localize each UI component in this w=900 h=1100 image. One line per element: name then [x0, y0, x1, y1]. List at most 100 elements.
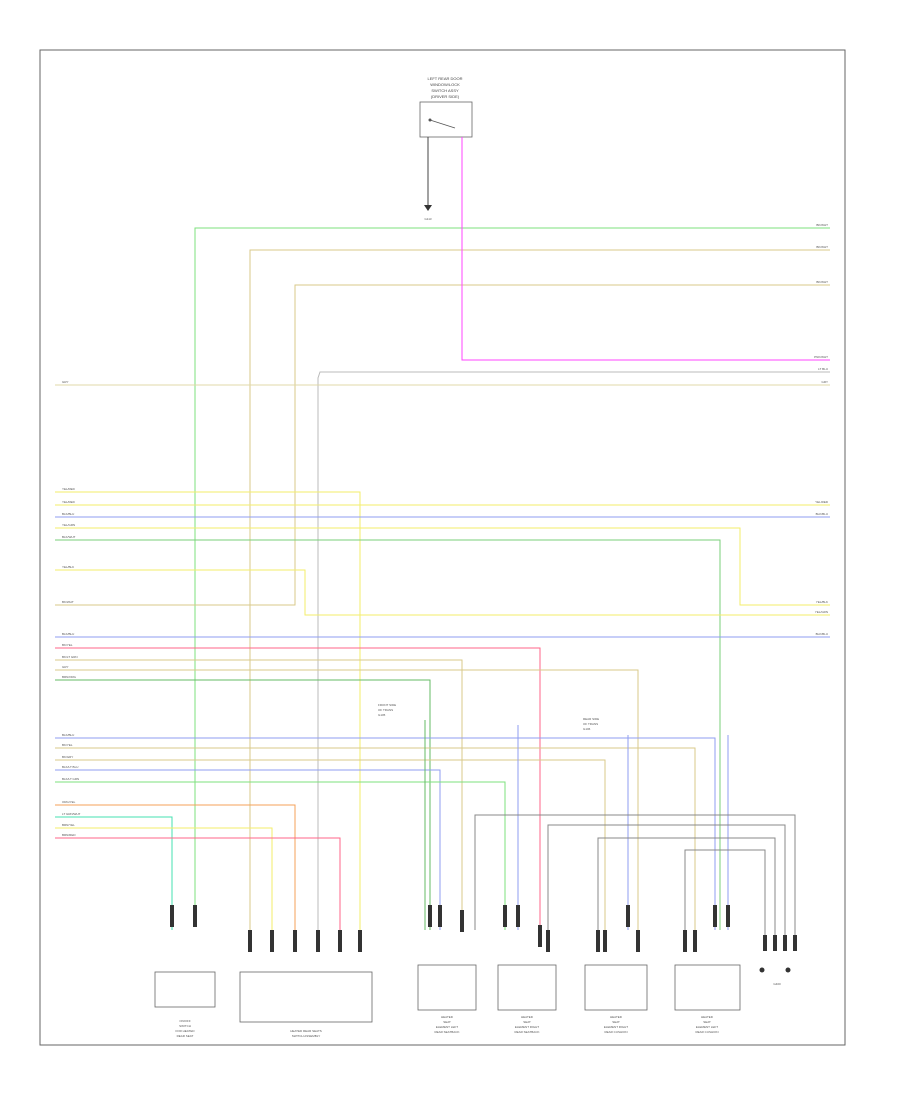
- left-wire-8: BK/WHT: [62, 600, 74, 604]
- left-wire-10: BK/YEL: [62, 643, 73, 647]
- right-ref-10: YEL/GRN: [815, 610, 828, 614]
- left-wire-16: BK/GRY: [62, 755, 73, 759]
- pin-715: [713, 905, 717, 927]
- comp4-line4: REAR SEATBACK: [515, 1030, 540, 1034]
- right-ref-8: BLK/BLU: [816, 512, 828, 516]
- right-ref-9: YEL/BLK: [816, 600, 828, 604]
- pin-440: [438, 905, 442, 927]
- right-ref-4: PNK/WHT: [814, 355, 828, 359]
- switch-contact: [429, 119, 456, 129]
- comp2-line2: SWITCH ASSEMBLY: [292, 1034, 320, 1038]
- ground-bus-1: [474, 814, 796, 940]
- wire-pink-1: [55, 837, 341, 930]
- comp4-line1: HEATED: [521, 1015, 534, 1019]
- right-ref-5: LT BLU: [818, 367, 828, 371]
- comp6-line1: HEATED: [701, 1015, 714, 1019]
- pin-430: [428, 905, 432, 927]
- pin-728: [726, 905, 730, 927]
- ground-label-bottom: G400: [773, 982, 781, 986]
- pin-548: [546, 930, 550, 952]
- top-component-label-3: SWITCH ASSY: [431, 88, 459, 93]
- comp3-line1: HEATED: [441, 1015, 454, 1019]
- wire-tan-4: [55, 659, 463, 930]
- right-ref-2: BK/WHT: [816, 245, 828, 249]
- left-wire-6: BLK/WHT: [62, 535, 76, 539]
- left-wire-21: BRN/YEL: [62, 823, 75, 827]
- left-wire-13: BRN/ORG: [62, 675, 77, 679]
- left-wire-1: GRY: [62, 380, 68, 384]
- wire-layer: [55, 137, 830, 940]
- comp5-line1: HEATED: [610, 1015, 623, 1019]
- wire-blue-3: [55, 737, 716, 930]
- comp1-line4: REAR SEAT: [177, 1034, 194, 1038]
- wire-tan-2: [55, 284, 830, 606]
- pin-605: [603, 930, 607, 952]
- pin-272: [270, 930, 274, 952]
- ground-bus-4: [684, 849, 766, 940]
- pin-795: [793, 935, 797, 951]
- left-wire-17: BLK/LT BLU: [62, 765, 78, 769]
- left-wire-14: BLK/BLU: [62, 733, 74, 737]
- component-boxes: [154, 964, 741, 1023]
- mid-label-2-line-3: G106: [583, 727, 591, 731]
- wire-green-2: [55, 539, 721, 930]
- comp6-line3: ELEMENT LEFT: [696, 1025, 718, 1029]
- comp1-line2: SWITCH: [179, 1024, 191, 1028]
- comp3-line2: SEAT: [443, 1020, 451, 1024]
- wire-magenta-top: [461, 137, 830, 361]
- left-wire-2: YEL/RED: [62, 487, 76, 491]
- left-wire-9: BLK/BLU: [62, 632, 74, 636]
- mid-label-1-line-3: G105: [378, 713, 386, 717]
- mid-label-2-line-1: REAR SIDE: [583, 717, 599, 721]
- top-component-label-1: LEFT REAR DOOR: [427, 76, 462, 81]
- pin-250: [248, 930, 252, 952]
- pin-765: [763, 935, 767, 951]
- element-box-4: [674, 964, 741, 1011]
- pin-628: [626, 905, 630, 927]
- ground-symbol: [424, 205, 432, 211]
- pin-360: [358, 930, 362, 952]
- wire-tan-3: [55, 647, 541, 930]
- element-box-1: [417, 964, 477, 1011]
- ground-bus-2: [547, 824, 786, 940]
- left-wire-3: YEL/RED: [62, 500, 76, 504]
- left-wire-18: BLK/LT GRN: [62, 777, 79, 781]
- ground-label-top: G113: [424, 217, 431, 221]
- connector-pins: [170, 905, 797, 952]
- top-component-label-2: WINDOW/LOCK: [430, 82, 460, 87]
- right-ref-3: BK/WHT: [816, 280, 828, 284]
- heated-rear-seats-switch-box: [239, 971, 373, 1023]
- left-wire-12: GRY: [62, 665, 68, 669]
- comp6-line4: REAR CUSHION: [695, 1030, 718, 1034]
- comp1-line3: FOR HEATED: [175, 1029, 195, 1033]
- left-wire-7: YEL/BLK: [62, 565, 74, 569]
- right-ref-11: BLK/BLU: [816, 632, 828, 636]
- comp1-line1: ON/OFF: [179, 1019, 190, 1023]
- pin-195: [193, 905, 197, 927]
- wire-green-top: [194, 227, 830, 915]
- pin-340: [338, 930, 342, 952]
- mid-label-1: FRONT SIDE OF TRANS G105: [378, 703, 396, 717]
- mid-label-1-line-2: OF TRANS: [378, 708, 393, 712]
- left-wire-15: BK/YEL: [62, 743, 73, 747]
- right-references: BK/WHT BK/WHT BK/WHT PNK/WHT LT BLU GRY …: [814, 223, 829, 636]
- ground-cluster: G400: [759, 967, 791, 986]
- pin-775: [773, 935, 777, 951]
- pin-638: [636, 930, 640, 952]
- ground-point-1: [759, 967, 765, 973]
- comp6-line2: SEAT: [703, 1020, 711, 1024]
- mid-label-2-line-2: OF TRANS: [583, 722, 598, 726]
- bottom-labels: ON/OFF SWITCH FOR HEATED REAR SEAT HEATE…: [175, 1015, 718, 1038]
- left-wire-19: ORG/YEL: [62, 800, 76, 804]
- pin-598: [596, 930, 600, 952]
- wire-tan-7: [55, 759, 606, 930]
- pin-685: [683, 930, 687, 952]
- wire-tan-6: [55, 747, 696, 930]
- comp4-line2: SEAT: [523, 1020, 531, 1024]
- heated-seat-on-off-switch-box: [154, 971, 216, 1008]
- wire-green-3: [55, 679, 431, 930]
- wire-yellow-3: [55, 527, 830, 606]
- wire-yellow-5: [55, 827, 273, 930]
- comp2-line1: HEATED REAR SEATS: [290, 1029, 322, 1033]
- top-component-label-4: (DRIVER SIDE): [431, 94, 460, 99]
